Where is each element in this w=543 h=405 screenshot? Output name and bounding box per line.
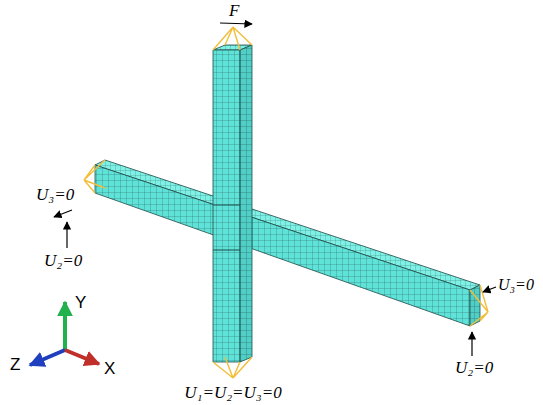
coupling-lines <box>213 27 252 378</box>
boundary-label: U₁=U₂=U₃=0 <box>184 384 281 403</box>
boundary-label: U₃=0 <box>36 186 74 205</box>
boundary-label: U₂=0 <box>44 252 82 271</box>
axis-label: Y <box>75 294 86 313</box>
boundary-label: U₂=0 <box>455 359 493 378</box>
boundary-label: U₃=0 <box>498 276 534 294</box>
axis-triad <box>30 302 99 365</box>
column <box>213 45 252 362</box>
beam <box>95 160 480 326</box>
axis-label: Z <box>10 356 20 375</box>
load-label: F <box>229 2 239 21</box>
coupling-lines <box>84 160 488 326</box>
axis-label: X <box>104 360 115 379</box>
boundary-arrows <box>54 23 496 356</box>
